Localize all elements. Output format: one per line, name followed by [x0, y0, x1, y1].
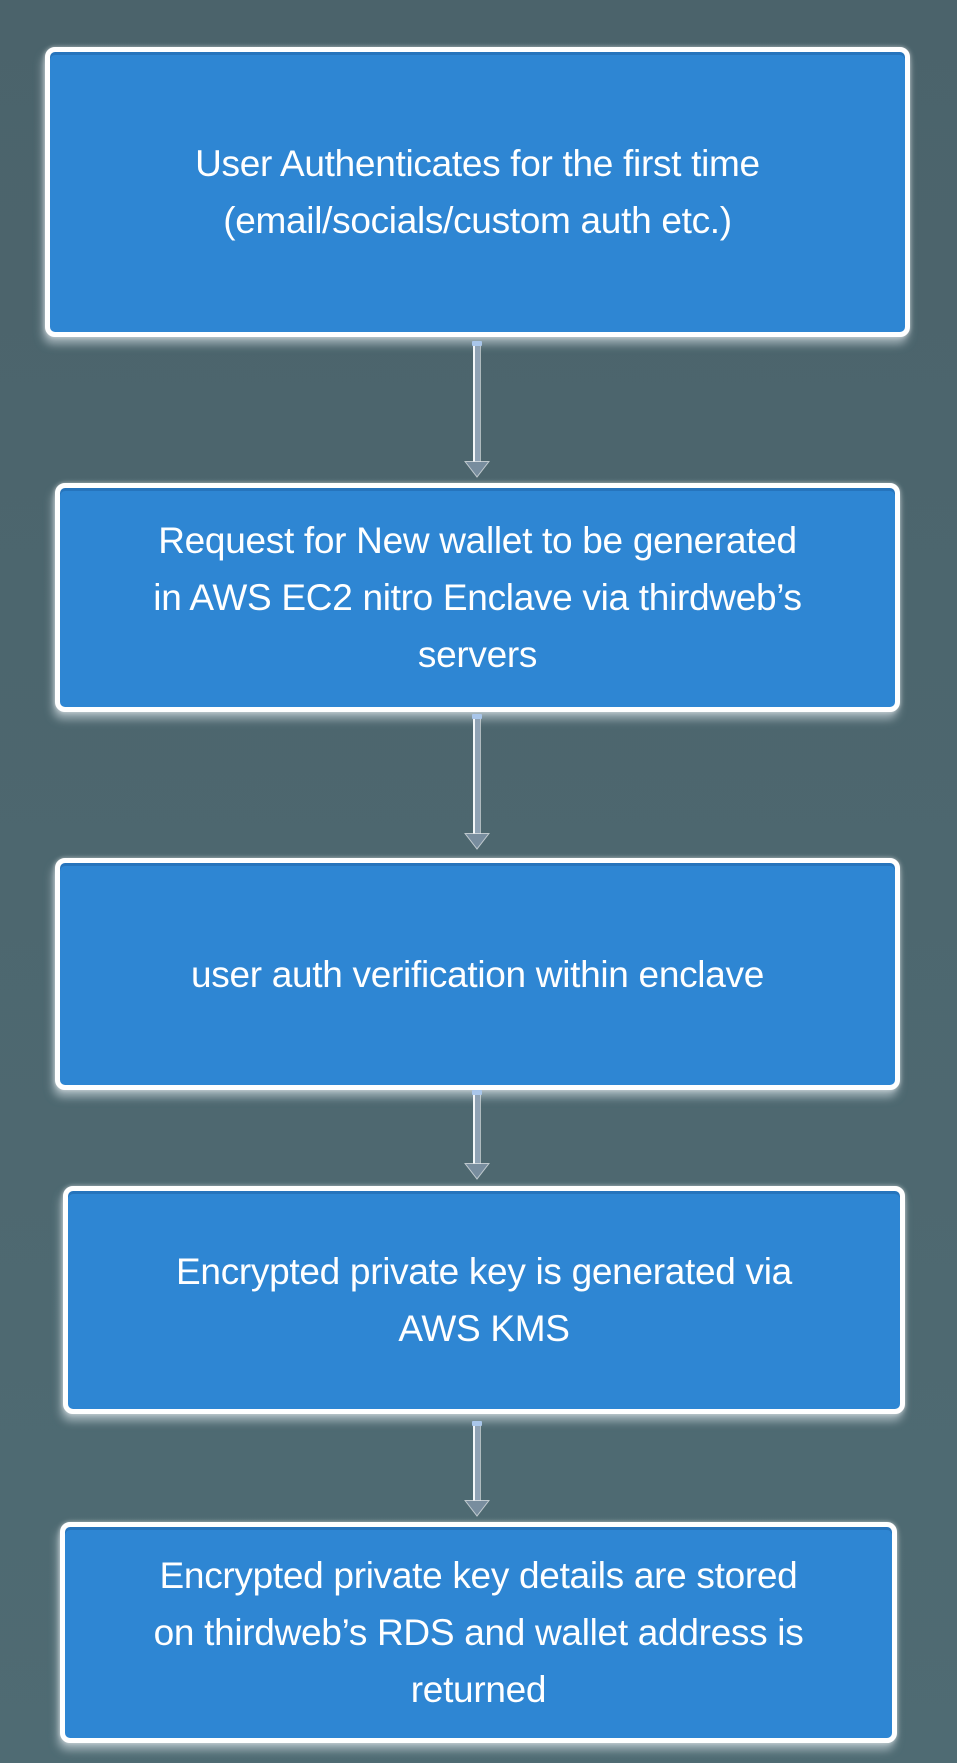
connector-dot	[472, 714, 482, 719]
flow-step-1-line-1: User Authenticates for the first time	[195, 143, 760, 184]
flow-step-5-line-2: on thirdweb’s RDS and wallet address is	[153, 1612, 804, 1653]
arrow-stem	[473, 719, 481, 834]
arrow-down-icon	[464, 1163, 490, 1180]
flow-step-3-line-1: user auth verification within enclave	[191, 953, 764, 995]
arrow-down-icon	[464, 1500, 490, 1517]
flow-step-4-line-1: Encrypted private key is generated via	[176, 1251, 792, 1292]
arrow-down-icon	[464, 833, 490, 850]
flow-step-5-line-3: returned	[410, 1669, 547, 1710]
flow-step-2: Request for New wallet to be generated i…	[55, 483, 900, 712]
flow-step-2-line-3: servers	[417, 634, 538, 675]
arrow-stem	[473, 1426, 481, 1501]
connector-dot	[472, 1090, 482, 1095]
flow-arrow-3	[464, 1090, 490, 1180]
flow-step-2-line-1: Request for New wallet to be generated	[158, 520, 797, 561]
arrow-stem	[473, 346, 481, 462]
connector-dot	[472, 1421, 482, 1426]
flow-arrow-2	[464, 714, 490, 850]
arrow-stem	[473, 1095, 481, 1164]
arrow-down-icon	[464, 461, 490, 478]
flow-step-3: user auth verification within enclave	[55, 858, 900, 1090]
flow-step-4-line-2: AWS KMS	[398, 1308, 570, 1349]
flow-step-5-line-1: Encrypted private key details are stored	[159, 1555, 798, 1596]
flow-arrow-1	[464, 341, 490, 478]
flow-step-5: Encrypted private key details are stored…	[60, 1522, 897, 1743]
flow-step-2-line-2: in AWS EC2 nitro Enclave via thirdweb’s	[153, 577, 802, 618]
flow-step-4: Encrypted private key is generated via A…	[63, 1186, 905, 1414]
flow-arrow-4	[464, 1421, 490, 1517]
flow-step-1: User Authenticates for the first time (e…	[45, 47, 910, 337]
flow-step-1-line-2: (email/socials/custom auth etc.)	[223, 200, 732, 241]
connector-dot	[472, 341, 482, 346]
